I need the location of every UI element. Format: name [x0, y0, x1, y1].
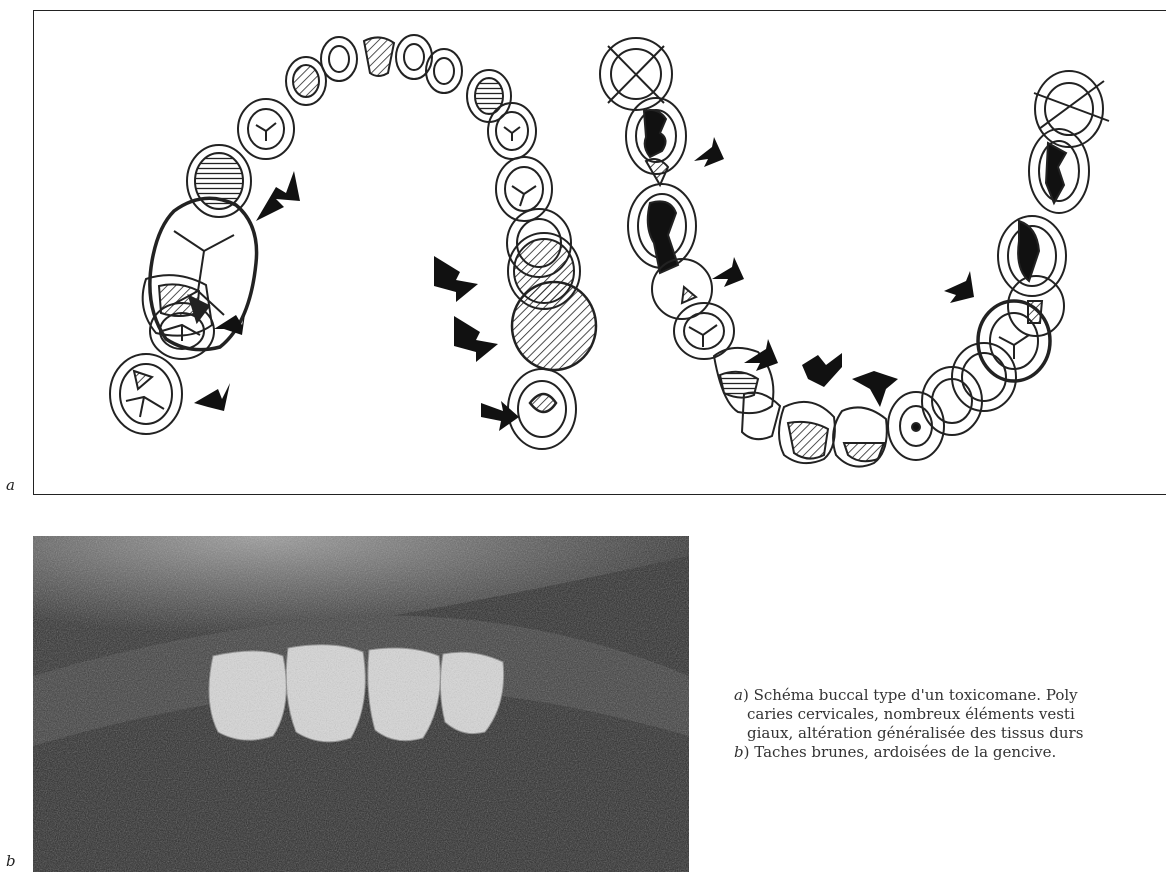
arrow-icon — [194, 383, 230, 411]
tooth-icon — [426, 49, 462, 93]
arrow-icon — [481, 401, 519, 431]
tooth-icon — [321, 37, 357, 81]
arrow-icon — [712, 257, 744, 287]
dental-chart-panel — [33, 10, 1166, 495]
tooth-icon — [742, 393, 780, 440]
dental-chart-diagram — [34, 11, 1166, 496]
arrow-icon — [852, 371, 898, 407]
arrow-icon — [454, 316, 498, 362]
panel-b-letter: b — [6, 852, 16, 870]
arrow-icon — [434, 256, 478, 302]
caption-line-a3: giaux, altération généralisée des tissus… — [734, 724, 1166, 743]
caption-a-label: a — [734, 686, 743, 704]
upper-arch — [110, 35, 596, 449]
gingiva-photo-image — [33, 536, 689, 872]
arrow-icon — [944, 271, 974, 303]
caption-a-text-1: ) Schéma buccal type d'un toxicomane. Po… — [743, 686, 1078, 704]
caption-b-label: b — [734, 743, 744, 761]
arrow-icon — [256, 171, 300, 221]
panel-a-letter: a — [6, 476, 15, 494]
hatched-tooth-icon — [364, 37, 394, 76]
arrow-group-lower — [694, 137, 974, 407]
tooth-icon — [652, 259, 712, 319]
lower-arch — [600, 38, 1109, 467]
caption-line-a2: caries cervicales, nombreux éléments ves… — [734, 705, 1166, 724]
figure-caption: a) Schéma buccal type d'un toxicomane. P… — [734, 686, 1166, 762]
gingiva-photo — [33, 536, 689, 872]
arrow-icon — [694, 137, 724, 167]
caption-line-a1: a) Schéma buccal type d'un toxicomane. P… — [734, 686, 1166, 705]
caption-line-b1: b) Taches brunes, ardoisées de la genciv… — [734, 743, 1166, 762]
arrow-icon — [802, 353, 842, 387]
arrow-icon — [744, 339, 778, 371]
hatched-tooth-icon — [512, 282, 596, 370]
caption-b-text-1: ) Taches brunes, ardoisées de la gencive… — [744, 743, 1057, 761]
